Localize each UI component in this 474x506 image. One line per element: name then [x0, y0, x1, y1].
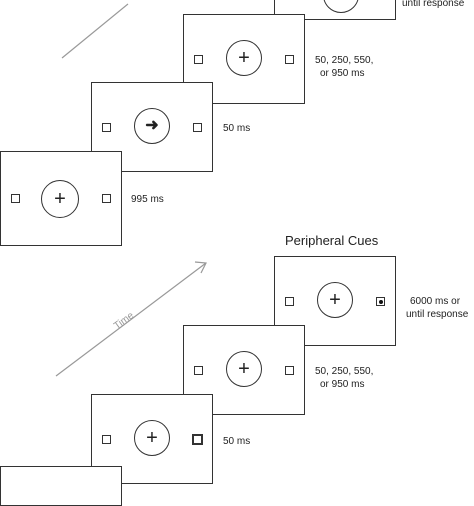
target-dot-icon	[378, 299, 383, 304]
panel-heading: Peripheral Cues	[285, 233, 379, 248]
central-arrow-cue-icon: ➜	[145, 117, 159, 134]
fixation-ring	[226, 351, 262, 387]
placeholder-box-icon	[194, 366, 203, 375]
placeholder-box-icon	[285, 366, 294, 375]
placeholder-box-icon	[102, 435, 111, 444]
time-arrowhead-icon	[194, 261, 207, 274]
placeholder-box-icon	[285, 297, 294, 306]
placeholder-box-icon	[102, 194, 111, 203]
fixation-ring	[134, 420, 170, 456]
bottom-target-duration-line1: 6000 ms or	[410, 296, 461, 307]
placeholder-box-icon	[194, 55, 203, 64]
time-arrow-icon-bottom	[55, 262, 207, 377]
fixation-ring	[317, 282, 353, 318]
fixation-ring	[134, 108, 170, 144]
bottom-soa-duration-line1: 50, 250, 550,	[315, 366, 374, 377]
fixation-ring	[226, 40, 262, 76]
bottom-target-duration-line2: until response	[406, 309, 469, 320]
fixation-cross-icon: +	[146, 427, 158, 449]
top-target-duration: until response	[402, 0, 465, 9]
time-arrows	[55, 3, 207, 377]
placeholder-box-icon	[285, 55, 294, 64]
bottom-frame-fixation	[0, 466, 122, 506]
target-box-icon	[376, 297, 385, 306]
placeholder-box-icon	[193, 123, 202, 132]
peripheral-cue-box-icon	[192, 434, 203, 445]
top-fixation-duration: 995 ms	[131, 194, 164, 205]
top-soa-duration-line1: 50, 250, 550,	[315, 55, 374, 66]
bottom-cue-duration: 50 ms	[223, 436, 251, 447]
placeholder-box-icon	[11, 194, 20, 203]
top-cue-duration: 50 ms	[223, 123, 251, 134]
fixation-cross-icon: +	[238, 47, 250, 69]
bottom-soa-duration-line2: or 950 ms	[320, 379, 365, 390]
fixation-cross-icon: +	[54, 188, 66, 210]
placeholder-box-icon	[102, 123, 111, 132]
top-frame-fixation: +	[0, 151, 122, 246]
fixation-ring	[41, 180, 79, 218]
fixation-cross-icon: +	[238, 358, 250, 380]
time-arrow-icon-top	[61, 3, 129, 59]
fixation-cross-icon: +	[329, 289, 341, 311]
fixation-ring	[323, 0, 359, 13]
top-soa-duration-line2: or 950 ms	[320, 68, 365, 79]
